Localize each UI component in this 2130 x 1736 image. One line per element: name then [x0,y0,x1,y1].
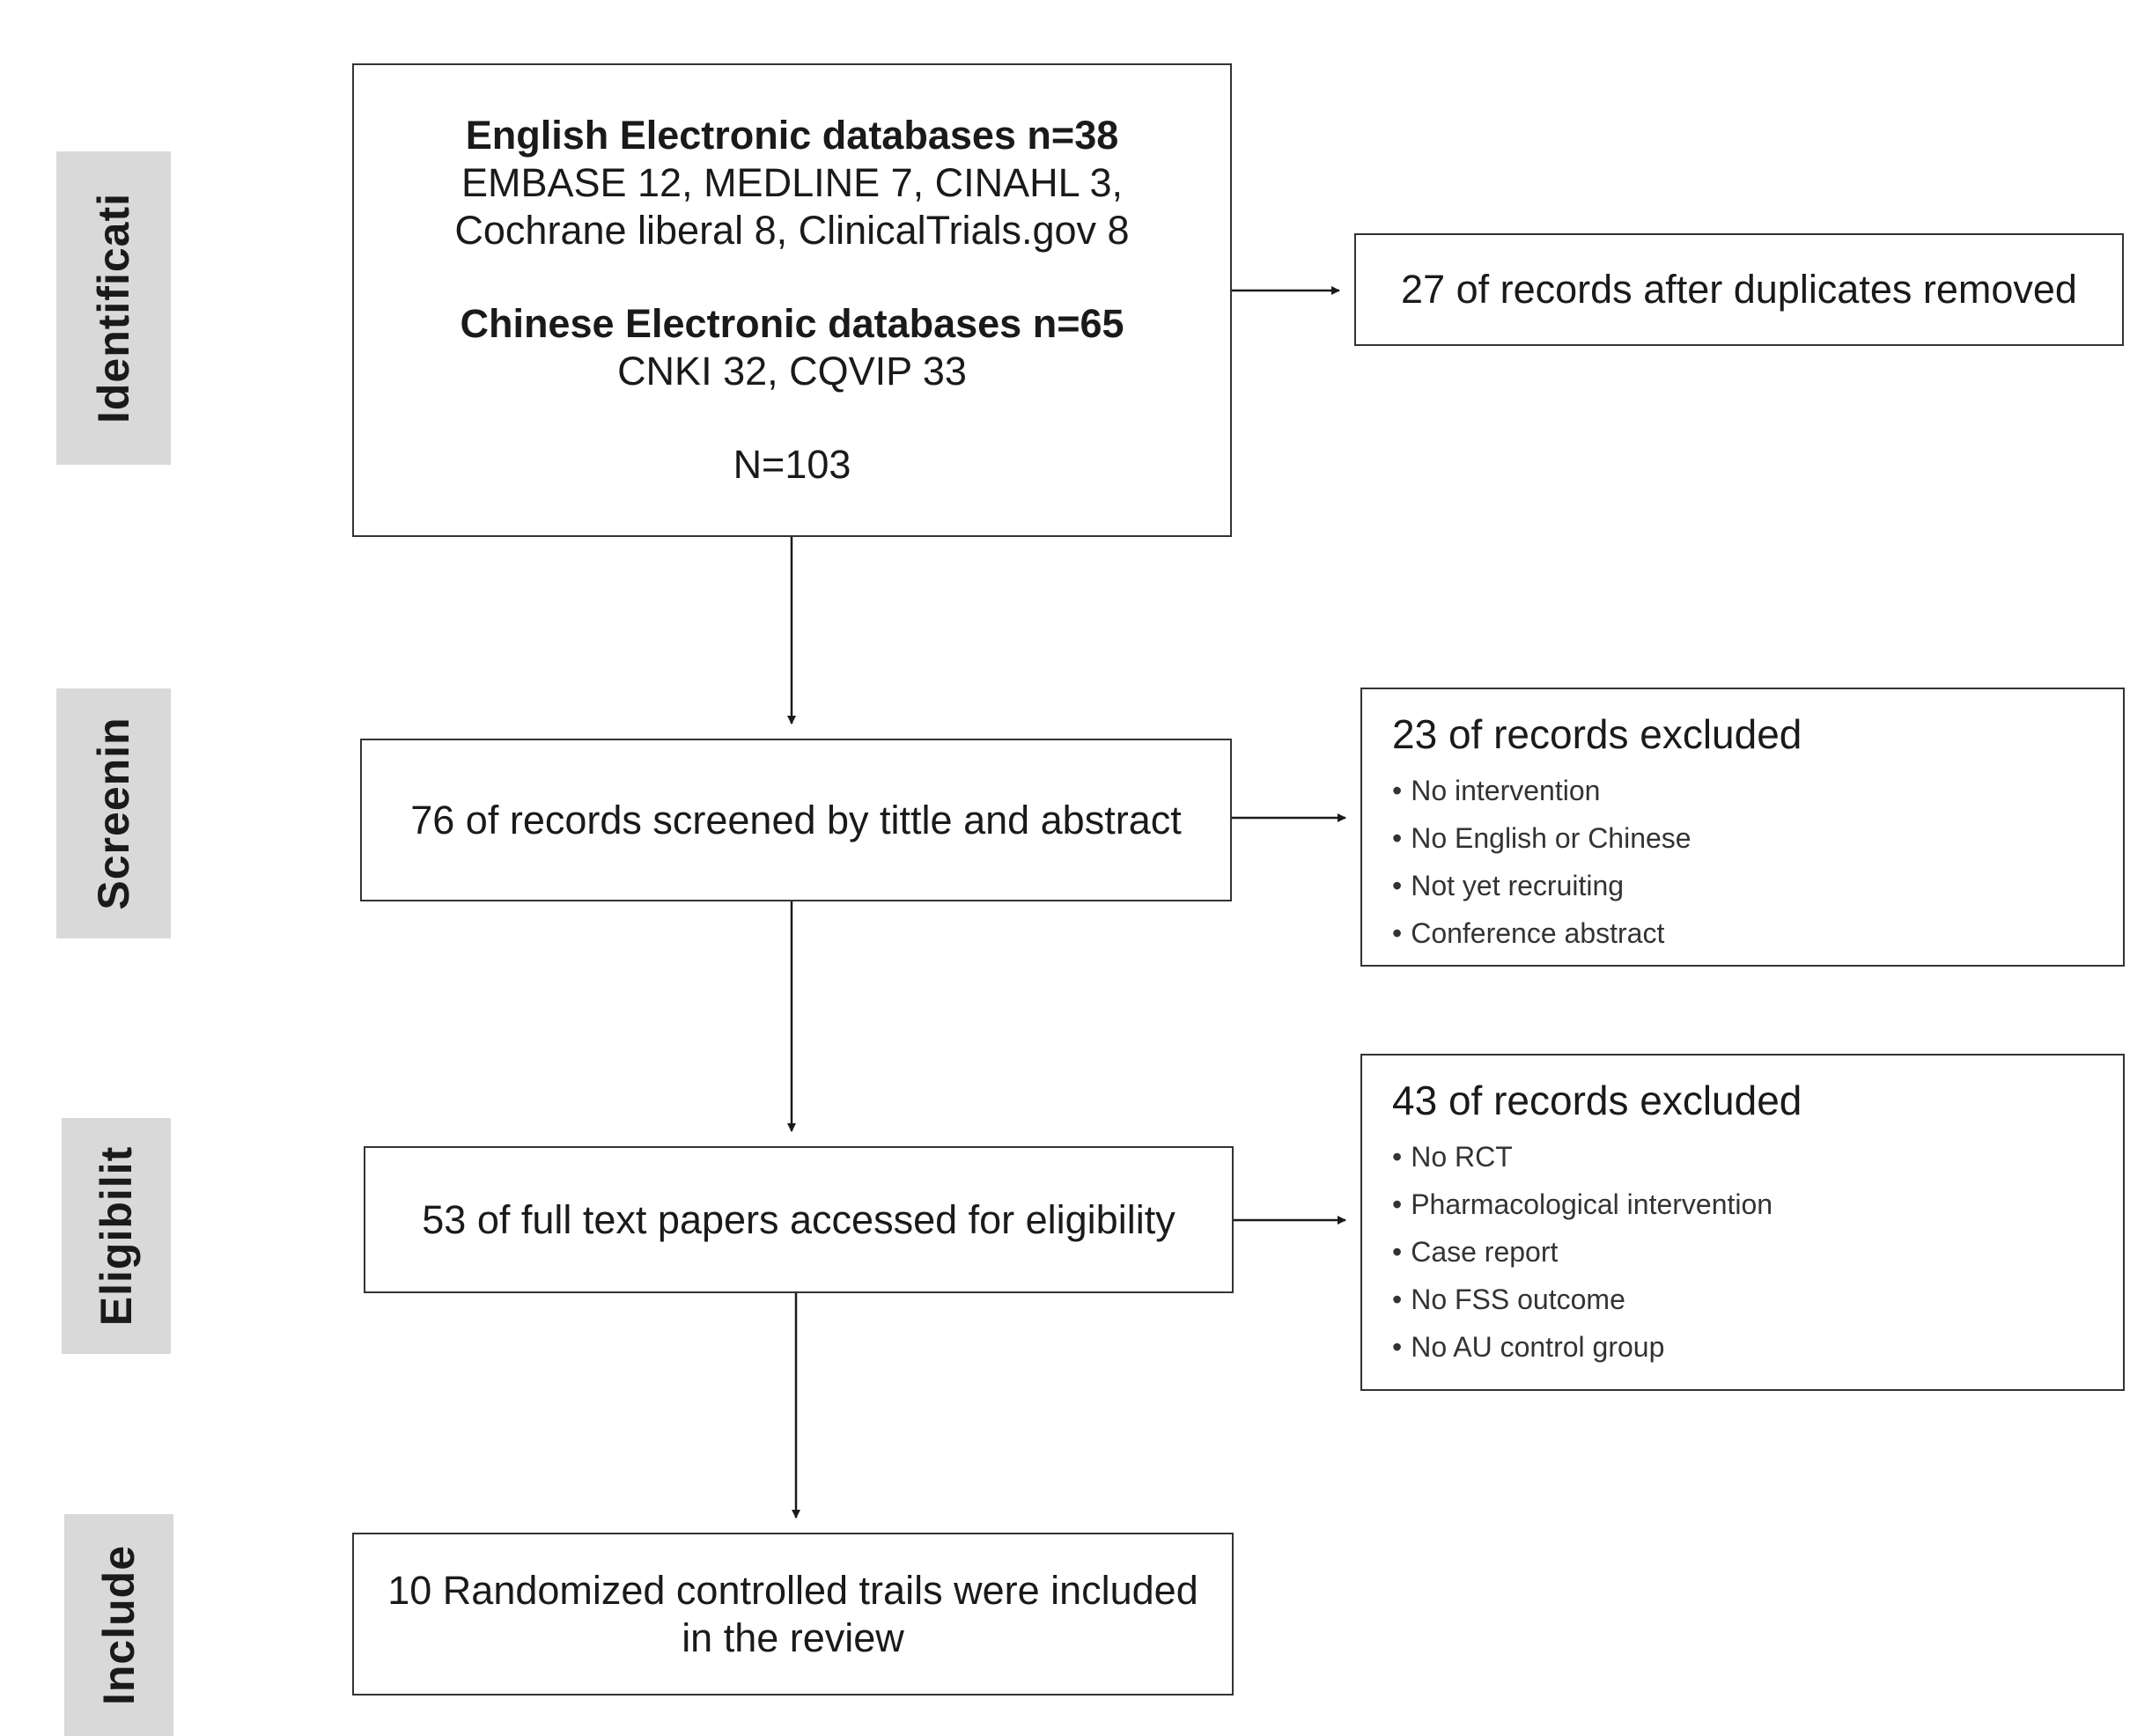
chinese-databases-line1: CNKI 32, CQVIP 33 [617,349,967,394]
screening-exclusion-box: 23 of records excluded No intervention N… [1360,688,2125,967]
screening-text: 76 of records screened by tittle and abs… [410,797,1182,842]
screening-exclusion-header: 23 of records excluded [1392,711,1802,757]
identification-box: English Electronic databases n=38 EMBASE… [352,63,1232,537]
eligibility-exclusion-header: 43 of records excluded [1392,1078,1802,1123]
english-databases-header: English Electronic databases n=38 [465,113,1119,158]
eligibility-exclusion-box: 43 of records excluded No RCT Pharmacolo… [1360,1054,2125,1391]
duplicates-removed-box: 27 of records after duplicates removed [1354,233,2124,346]
stage-label-eligibility: Eligibilit [62,1118,171,1354]
chinese-databases-header: Chinese Electronic databases n=65 [460,301,1124,346]
english-databases-line2: Cochrane liberal 8, ClinicalTrials.gov 8 [454,208,1130,253]
included-line1: 10 Randomized controlled trails were inc… [387,1567,1198,1613]
included-box: 10 Randomized controlled trails were inc… [352,1533,1234,1696]
exclusion-item: No intervention [1392,767,2093,814]
exclusion-item: Pharmacological intervention [1392,1181,2093,1228]
exclusion-item: No FSS outcome [1392,1276,2093,1323]
exclusion-item: Case report [1392,1228,2093,1276]
eligibility-text: 53 of full text papers accessed for elig… [422,1196,1176,1242]
duplicates-removed-text: 27 of records after duplicates removed [1401,267,2077,312]
stage-label-identification: Identificati [56,151,171,465]
exclusion-item: No AU control group [1392,1323,2093,1371]
exclusion-item: No RCT [1392,1133,2093,1181]
total-records: N=103 [733,442,851,487]
included-line2: in the review [682,1615,904,1660]
english-databases-line1: EMBASE 12, MEDLINE 7, CINAHL 3, [461,160,1124,205]
stage-label-screening: Screenin [56,688,171,938]
screening-box: 76 of records screened by tittle and abs… [360,739,1232,901]
stage-label-included: Include [64,1514,173,1736]
exclusion-item: Conference abstract [1392,909,2093,957]
eligibility-box: 53 of full text papers accessed for elig… [364,1146,1234,1293]
exclusion-item: Not yet recruiting [1392,862,2093,909]
exclusion-item: No English or Chinese [1392,814,2093,862]
